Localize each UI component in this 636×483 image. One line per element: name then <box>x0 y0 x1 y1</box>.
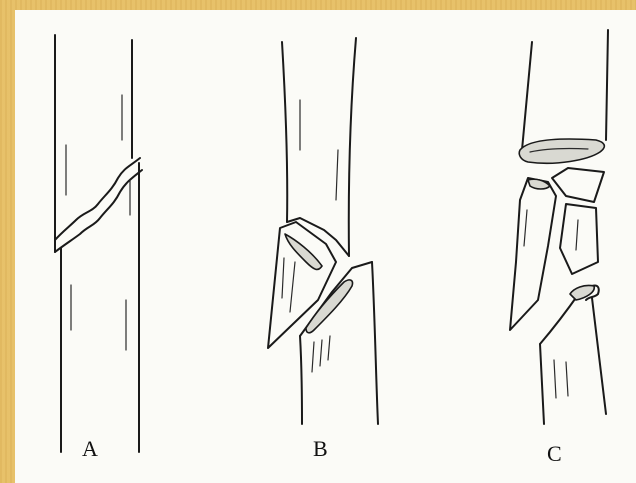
bone-c-right-fragment-hatch <box>576 220 578 250</box>
label-a: A <box>82 436 98 462</box>
bone-c-chip <box>552 168 604 202</box>
bone-b-fragment-outline <box>268 222 336 348</box>
bone-b-fragment-cavity <box>285 234 322 269</box>
bone-c-lower-left-edge <box>540 344 544 424</box>
bone-b-lower-left-edge <box>300 336 302 424</box>
bone-a-crack-bottom <box>55 170 142 252</box>
bone-c-top-right-edge <box>606 30 608 140</box>
fracture-b-drawing <box>268 38 378 424</box>
bone-b-lower-right-edge <box>372 262 378 424</box>
bone-a-crack-top <box>55 158 140 240</box>
bone-a-hatch <box>66 95 130 350</box>
bone-c-top-left-edge <box>522 42 532 150</box>
bone-c-right-fragment <box>560 204 598 274</box>
bone-c-left-fragment <box>510 178 556 330</box>
fracture-a-drawing <box>55 35 142 452</box>
fracture-c-drawing <box>510 30 608 424</box>
bone-b-upper-right-edge <box>349 38 356 256</box>
bone-c-lower-right-edge <box>592 298 606 414</box>
bone-b-fragment-hatch <box>282 258 295 312</box>
label-c: C <box>547 441 562 467</box>
bone-b-upper-left-edge <box>282 42 287 222</box>
bone-c-left-fragment-cavity <box>528 179 550 189</box>
label-b: B <box>313 436 328 462</box>
bone-b-lower-cavity <box>306 280 353 333</box>
